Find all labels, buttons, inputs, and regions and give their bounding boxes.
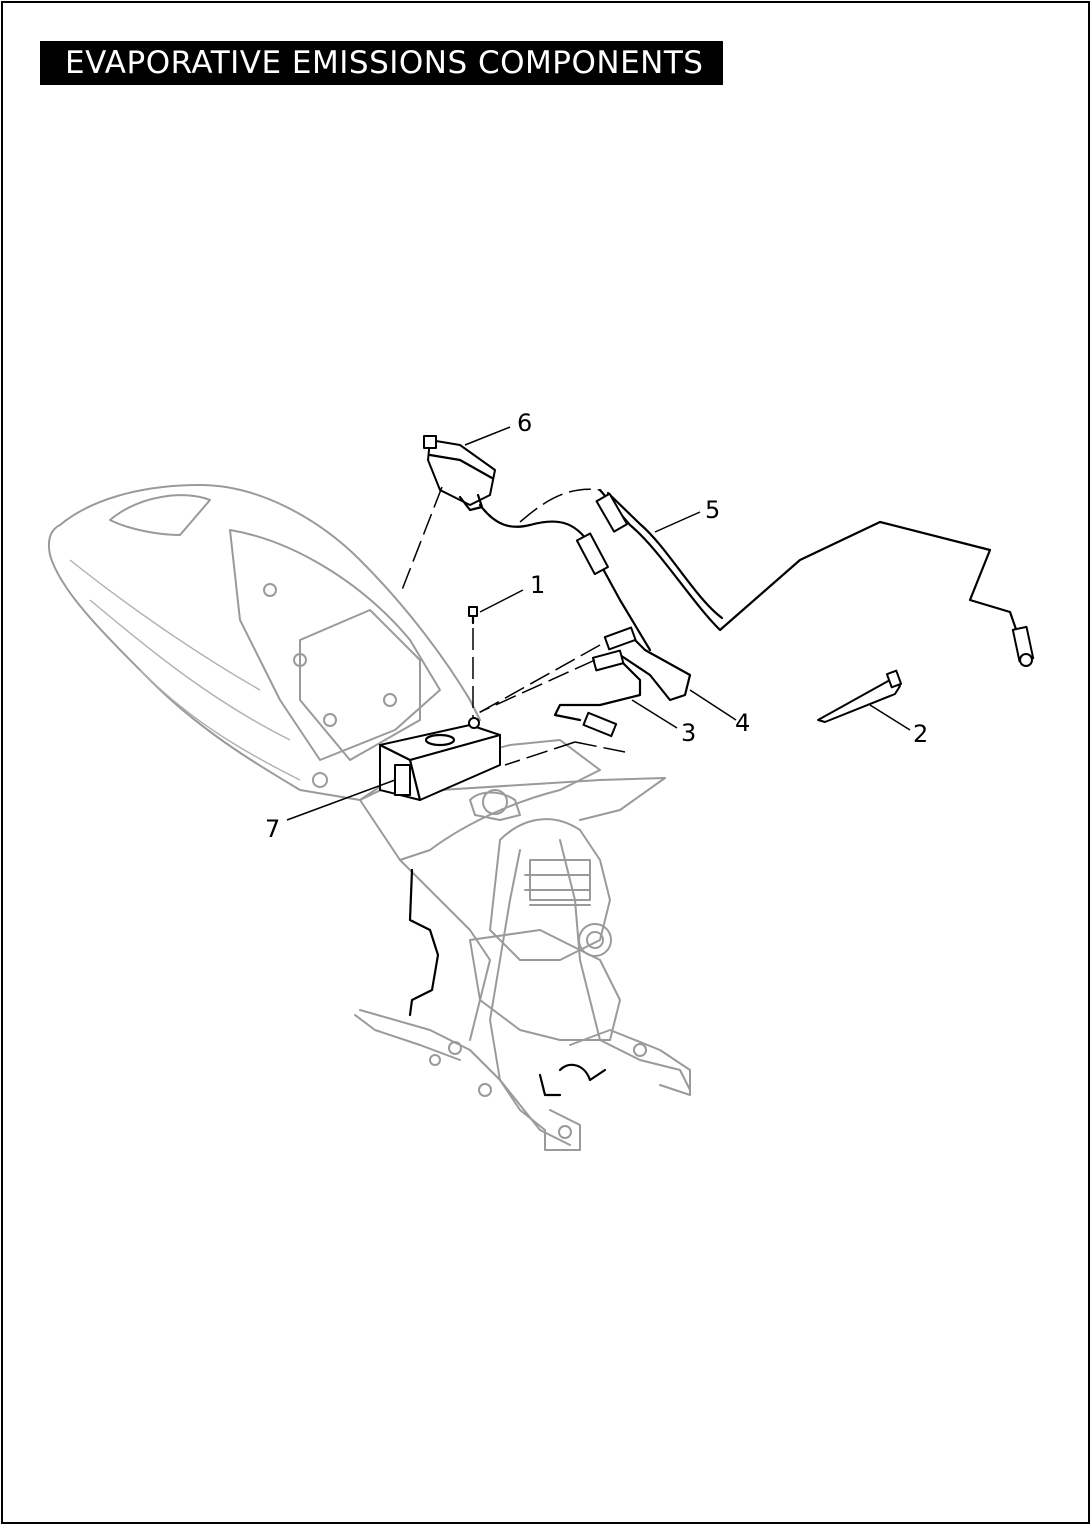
callout-7: 7 bbox=[265, 815, 280, 843]
screw bbox=[468, 606, 480, 729]
charcoal-canister bbox=[378, 724, 502, 802]
wiring-detail bbox=[408, 868, 607, 1097]
callout-6: 6 bbox=[517, 409, 532, 437]
callout-leaders bbox=[286, 426, 911, 821]
cable-strap bbox=[817, 669, 903, 723]
callout-4: 4 bbox=[735, 709, 750, 737]
purge-valve bbox=[399, 435, 496, 596]
callout-5: 5 bbox=[705, 496, 720, 524]
callout-3: 3 bbox=[681, 719, 696, 747]
callout-2: 2 bbox=[913, 720, 928, 748]
vent-hose bbox=[478, 488, 1035, 667]
rear-fender-outline bbox=[47, 484, 481, 801]
page-title: EVAPORATIVE EMISSIONS COMPONENTS bbox=[40, 41, 723, 85]
frame-outline bbox=[354, 739, 691, 1151]
hose-3 bbox=[479, 649, 642, 766]
callout-1: 1 bbox=[530, 571, 545, 599]
hose-4 bbox=[474, 626, 692, 716]
